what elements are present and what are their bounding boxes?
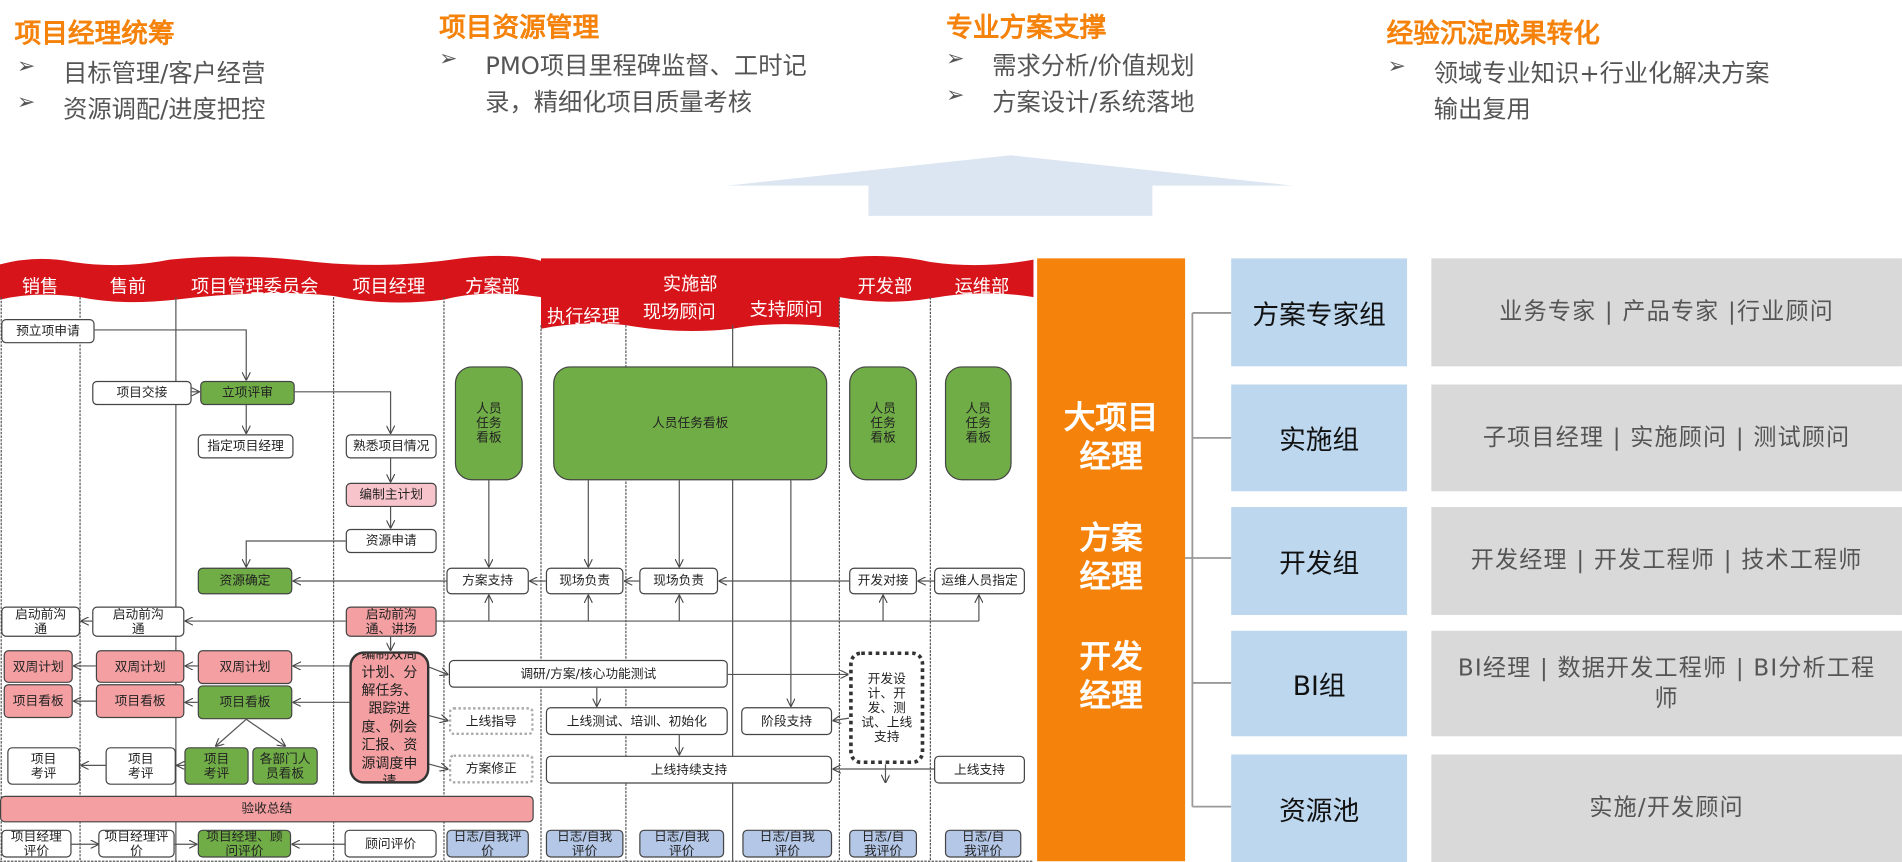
- node-biweekly-sales: 双周计划: [3, 650, 73, 683]
- lane-subheader-support-consultant: 支持顾问: [749, 298, 823, 321]
- node-dev-connect: 开发对接: [849, 567, 918, 595]
- node-dev-work: 开发设计、开发、测试、上线支持: [849, 651, 925, 765]
- node-site-lead-consultant: 现场负责: [639, 567, 719, 595]
- node-plan-support: 方案支持: [446, 567, 529, 595]
- node-kickoff-sales: 启动前沟通: [1, 606, 81, 637]
- group-implementation: 实施组: [1231, 384, 1408, 492]
- bullet-arrow-icon: ➢: [1387, 53, 1406, 79]
- node-board-presales: 项目看板: [95, 684, 185, 719]
- node-resource-apply: 资源申请: [345, 528, 437, 554]
- section-title: 专业方案支撑: [946, 13, 1107, 44]
- node-continuous-support: 上线持续支持: [545, 755, 833, 784]
- node-golive-support: 上线支持: [934, 755, 1025, 784]
- node-golive-test: 上线测试、培训、初始化: [545, 707, 728, 736]
- group-members-solution: 业务专家 | 产品专家 |行业顾问: [1431, 258, 1902, 367]
- lane-header-dev: 开发部: [857, 275, 913, 298]
- node-pre-apply: 预立项申请: [1, 319, 95, 344]
- node-kickoff-presales: 启动前沟通: [92, 606, 185, 637]
- section-title: 项目经理统筹: [14, 19, 175, 50]
- node-self-eval-exec: 日志/自我评价: [545, 829, 624, 858]
- group-members-implementation: 子项目经理 | 实施顾问 | 测试顾问: [1431, 384, 1902, 492]
- node-kickoff-pm: 启动前沟通、讲场: [345, 606, 437, 637]
- node-eval-sales: 项目考评: [7, 747, 81, 785]
- org-connectors: [1185, 312, 1232, 808]
- node-master-plan: 编制主计划: [345, 482, 437, 508]
- node-self-eval-support: 日志/自我评价: [742, 829, 833, 858]
- node-familiarize: 熟悉项目情况: [345, 434, 437, 459]
- node-research: 调研/方案/核心功能测试: [448, 659, 728, 688]
- role-dev-manager: 开发经理: [1079, 639, 1143, 715]
- bullet-item: ➢PMO项目里程碑监督、工时记: [439, 46, 807, 81]
- role-big-pm: 大项目经理: [1063, 400, 1159, 476]
- bullet-item: ➢领域专业知识+行业化解决方案: [1387, 53, 1770, 88]
- section-title: 项目资源管理: [439, 13, 600, 44]
- lane-header-solution: 方案部: [465, 275, 520, 298]
- node-biweekly-committee: 双周计划: [197, 650, 293, 685]
- group-development: 开发组: [1231, 507, 1408, 615]
- node-pm-eval-sales: 项目经理评价: [1, 829, 72, 858]
- node-consult-eval: 顾问评价: [344, 829, 437, 858]
- node-plan-fix: 方案修正: [448, 754, 534, 784]
- group-solution-experts: 方案专家组: [1231, 258, 1408, 367]
- bullet-text-continued: 输出复用: [1433, 94, 1531, 124]
- node-board-committee: 项目看板: [197, 685, 293, 720]
- node-acceptance: 验收总结: [0, 795, 534, 823]
- lane-header-ops: 运维部: [954, 275, 1010, 298]
- bullet-item: ➢目标管理/客户经营: [16, 53, 266, 88]
- node-self-eval-ops: 日志/自我评价: [944, 829, 1022, 858]
- role-solution-manager: 方案经理: [1079, 520, 1143, 596]
- bullet-text-continued: 录，精细化项目质量考核: [485, 87, 753, 117]
- node-biweekly-presales: 双周计划: [95, 650, 185, 683]
- node-pm-work: 编制双周计划、分解任务、跟踪进度、例会汇报、资源调度申请: [349, 651, 430, 784]
- node-pm-eval-presales: 项目经理评价: [98, 829, 175, 858]
- node-resource-confirm: 资源确定: [197, 567, 293, 595]
- lane-header-presales: 售前: [109, 275, 147, 298]
- node-task-board-dev: 人员任务看板: [849, 366, 918, 481]
- bullet-arrow-icon: ➢: [946, 82, 965, 108]
- bullet-item: ➢方案设计/系统落地: [946, 82, 1195, 117]
- node-task-board-solution: 人员任务看板: [454, 366, 523, 481]
- lane-header-implementation: 实施部: [662, 272, 718, 295]
- group-resource-pool: 资源池: [1231, 754, 1408, 862]
- node-self-eval-site: 日志/自我评价: [639, 829, 725, 858]
- node-assign-pm: 指定项目经理: [197, 434, 294, 459]
- up-arrow-icon: [727, 155, 1294, 216]
- node-board-sales: 项目看板: [3, 684, 73, 719]
- node-handover: 项目交接: [92, 380, 192, 406]
- group-members-resource-pool: 实施/开发顾问: [1431, 754, 1902, 862]
- node-dept-board: 各部门人员看板: [252, 747, 318, 785]
- node-task-board-ops: 人员任务看板: [944, 366, 1012, 481]
- node-site-lead-exec: 现场负责: [545, 567, 624, 595]
- bullet-arrow-icon: ➢: [16, 89, 36, 116]
- role-bar: 大项目经理 方案经理 开发经理: [1037, 258, 1186, 862]
- node-task-board-implementation: 人员任务看板: [553, 366, 828, 481]
- bullet-arrow-icon: ➢: [16, 53, 36, 79]
- flow-arrows: [71, 329, 979, 844]
- section-title: 经验沉淀成果转化: [1386, 19, 1600, 50]
- node-ops-assign: 运维人员指定: [934, 567, 1025, 595]
- bullet-item: ➢资源调配/进度把控: [16, 89, 266, 124]
- node-pm-consult-eval: 项目经理、顾问评价: [197, 829, 292, 858]
- lane-subheader-exec-manager: 执行经理: [547, 305, 620, 328]
- node-self-eval-solution: 日志/自我评价: [446, 829, 529, 858]
- node-eval-committee: 项目考评: [184, 747, 249, 785]
- lane-header-pm: 项目经理: [352, 275, 426, 298]
- node-stage-support: 阶段支持: [741, 707, 833, 736]
- node-golive-guide: 上线指导: [448, 707, 534, 736]
- node-self-eval-dev: 日志/自我评价: [849, 829, 918, 858]
- lane-header-band: [0, 255, 1034, 332]
- bullet-item: ➢需求分析/价值规划: [946, 46, 1195, 81]
- lane-header-sales: 销售: [21, 275, 59, 298]
- node-project-review: 立项评审: [200, 380, 295, 406]
- lane-subheader-site-consultant: 现场顾问: [642, 300, 716, 323]
- node-eval-presales: 项目考评: [105, 747, 176, 785]
- group-bi: BI组: [1231, 630, 1408, 737]
- group-members-bi: BI经理 | 数据开发工程师 | BI分析工程师: [1431, 630, 1902, 737]
- group-members-development: 开发经理 | 开发工程师 | 技术工程师: [1431, 507, 1902, 615]
- lane-header-committee: 项目管理委员会: [191, 275, 319, 298]
- bullet-arrow-icon: ➢: [439, 46, 458, 72]
- bullet-arrow-icon: ➢: [946, 46, 965, 72]
